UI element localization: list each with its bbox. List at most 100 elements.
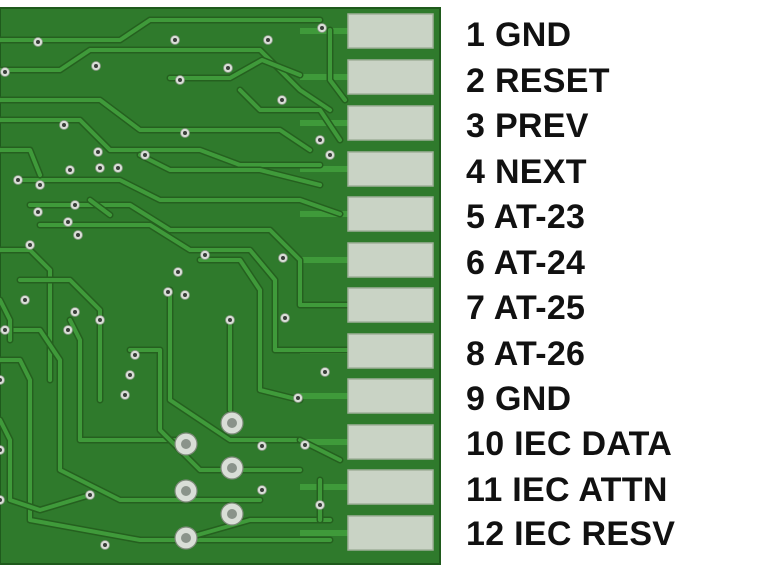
via-hole xyxy=(296,396,300,400)
via-hole xyxy=(103,543,107,547)
via xyxy=(0,495,5,505)
via-hole xyxy=(283,316,287,320)
via-hole xyxy=(23,298,27,302)
via-hole xyxy=(76,233,80,237)
via-hole xyxy=(320,26,324,30)
trace xyxy=(28,203,350,307)
via-hole xyxy=(183,293,187,297)
via-hole xyxy=(3,328,7,332)
trace xyxy=(18,178,342,216)
via-hole xyxy=(123,393,127,397)
via-hole xyxy=(280,98,284,102)
via-hole xyxy=(28,243,32,247)
pin-label-3: 3 PREV xyxy=(466,107,589,145)
pin-label-9: 9 GND xyxy=(466,380,572,418)
pin-label-10: 10 IEC DATA xyxy=(466,425,673,463)
via-hole xyxy=(176,270,180,274)
through-hole-drill xyxy=(227,463,237,473)
trace xyxy=(0,358,332,542)
connector-pad-5 xyxy=(347,196,434,232)
via-hole xyxy=(318,503,322,507)
via-hole xyxy=(38,183,42,187)
through-hole-drill xyxy=(181,533,191,543)
trace xyxy=(238,88,342,142)
via-hole xyxy=(36,210,40,214)
through-hole-drill xyxy=(181,439,191,449)
via-hole xyxy=(116,166,120,170)
trace xyxy=(168,58,302,80)
via-hole xyxy=(166,290,170,294)
via-hole xyxy=(203,253,207,257)
via-hole xyxy=(328,153,332,157)
pin-label-1: 1 GND xyxy=(466,16,572,54)
trace xyxy=(328,28,347,102)
via-hole xyxy=(178,78,182,82)
through-hole-drill xyxy=(227,418,237,428)
pin-label-12: 12 IEC RESV xyxy=(466,515,676,553)
trace xyxy=(0,418,92,512)
connector-pad-1 xyxy=(347,13,434,49)
via-hole xyxy=(260,444,264,448)
pin-label-2: 2 RESET xyxy=(466,62,610,100)
via-hole xyxy=(98,318,102,322)
through-hole-drill xyxy=(227,509,237,519)
via-hole xyxy=(88,493,92,497)
via-hole xyxy=(62,123,66,127)
via xyxy=(0,445,5,455)
pin-label-8: 8 AT-26 xyxy=(466,335,586,373)
via-hole xyxy=(73,203,77,207)
via-hole xyxy=(128,373,132,377)
via-hole xyxy=(0,448,2,452)
connector-pad-11 xyxy=(347,469,434,505)
trace xyxy=(168,288,302,442)
trace xyxy=(0,98,312,152)
through-hole-drill xyxy=(181,486,191,496)
via-hole xyxy=(3,70,7,74)
trace xyxy=(88,198,112,217)
edge-connector-pads xyxy=(347,13,434,551)
via-hole xyxy=(68,168,72,172)
via-hole xyxy=(73,310,77,314)
via-hole xyxy=(303,443,307,447)
pin-label-6: 6 AT-24 xyxy=(466,244,586,282)
trace xyxy=(0,18,322,42)
via-hole xyxy=(228,318,232,322)
trace xyxy=(38,223,350,352)
via-hole xyxy=(173,38,177,42)
trace-layer xyxy=(0,16,352,544)
via-hole xyxy=(36,40,40,44)
via-hole xyxy=(318,138,322,142)
trace xyxy=(0,118,322,167)
trace xyxy=(0,298,12,342)
via-hole xyxy=(66,328,70,332)
trace xyxy=(198,258,302,402)
connector-pad-2 xyxy=(347,59,434,95)
via-hole xyxy=(0,378,2,382)
via-hole xyxy=(0,498,2,502)
connector-pad-9 xyxy=(347,378,434,414)
connector-pad-7 xyxy=(347,287,434,323)
trace xyxy=(178,518,332,542)
via-hole xyxy=(96,150,100,154)
via-hole xyxy=(66,220,70,224)
via-hole xyxy=(281,256,285,260)
trace xyxy=(18,278,102,402)
via-hole xyxy=(94,64,98,68)
via xyxy=(0,375,5,385)
via-hole xyxy=(133,353,137,357)
connector-pad-3 xyxy=(347,105,434,141)
via-hole xyxy=(183,131,187,135)
via-hole xyxy=(16,178,20,182)
connector-pad-12 xyxy=(347,515,434,551)
connector-pad-8 xyxy=(347,333,434,369)
trace xyxy=(0,148,42,177)
trace xyxy=(0,48,332,112)
pin-label-7: 7 AT-25 xyxy=(466,289,586,327)
trace xyxy=(68,318,182,442)
trace xyxy=(0,328,262,502)
pin-label-4: 4 NEXT xyxy=(466,153,587,191)
connector-pad-6 xyxy=(347,242,434,278)
trace xyxy=(138,153,322,187)
via-hole xyxy=(98,166,102,170)
